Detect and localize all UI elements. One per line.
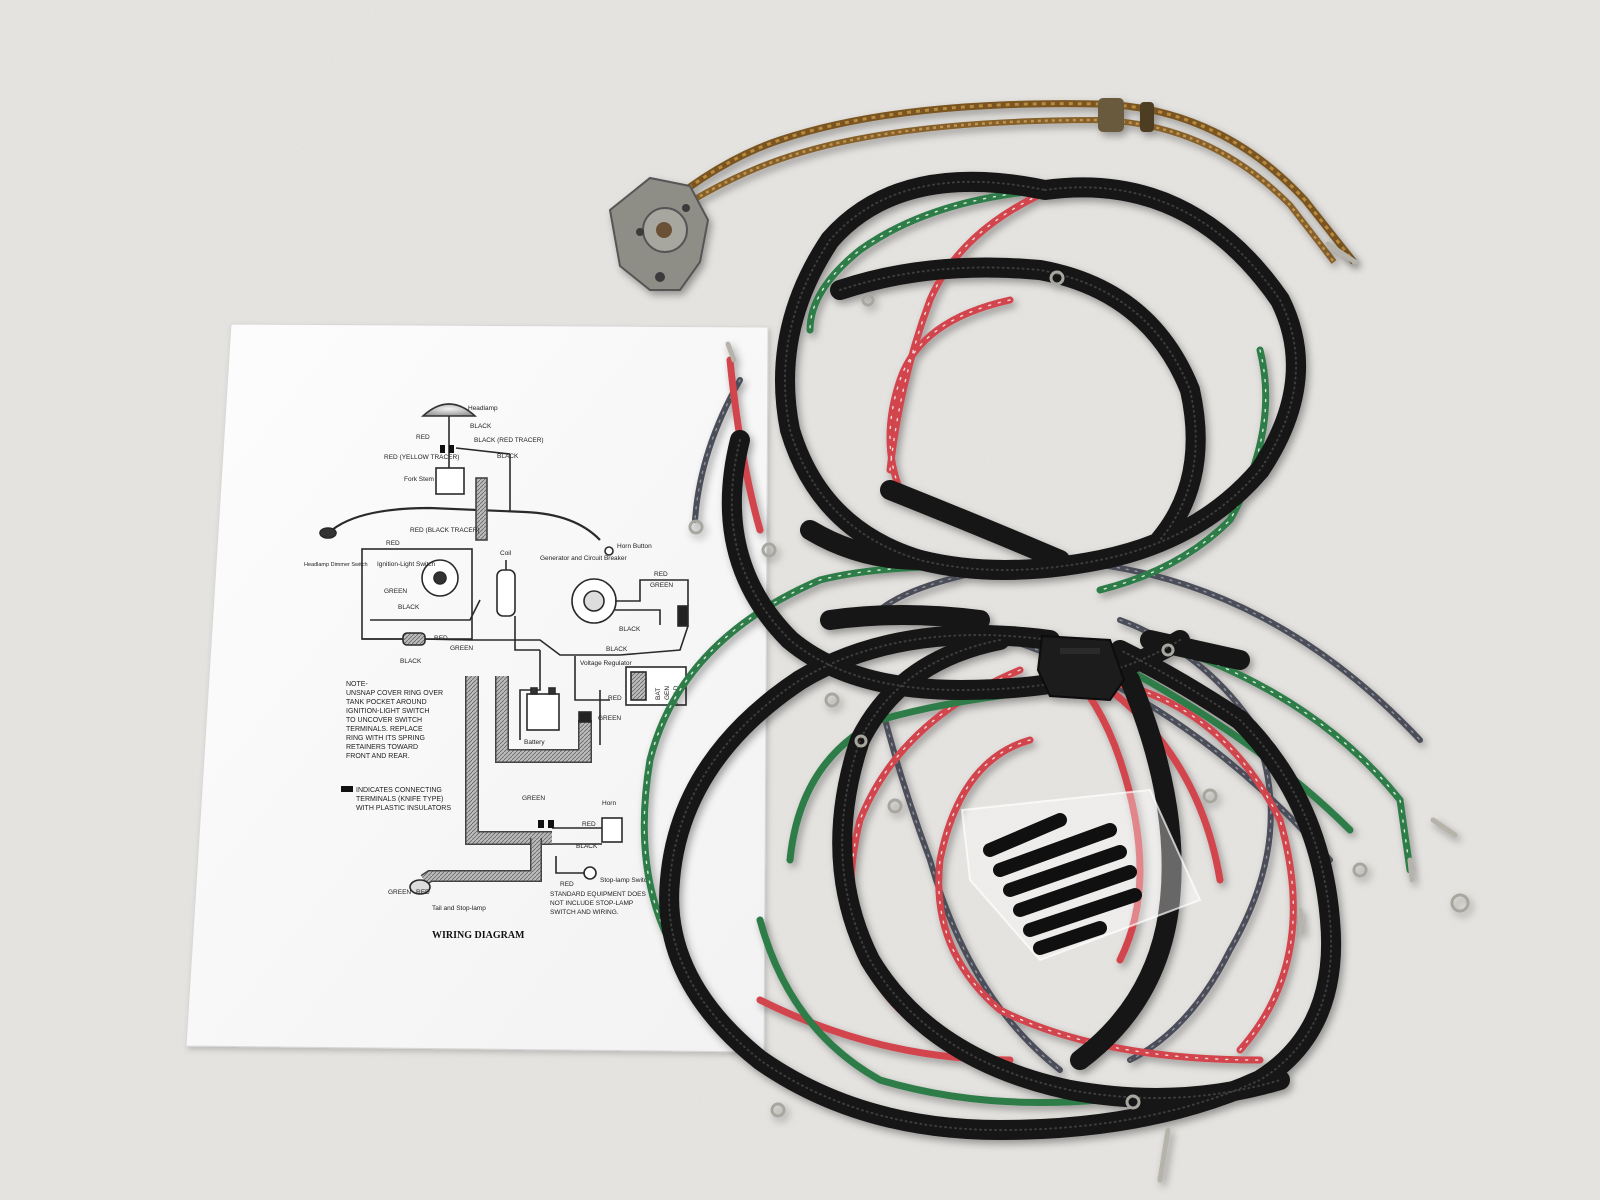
label-bat: BAT [655, 688, 662, 700]
label-legend-1: INDICATES CONNECTING [356, 787, 442, 794]
old-switch-and-wires [608, 98, 1357, 291]
label-green-6: GREEN [388, 889, 411, 896]
label-coil: Coil [500, 550, 512, 557]
label-legend-2: TERMINALS (KNIFE TYPE) [356, 796, 443, 803]
label-note-1: NOTE- [346, 681, 368, 688]
label-std-equip-3: SWITCH AND WIRING. [550, 909, 619, 916]
label-black-2: BLACK [497, 453, 519, 460]
label-horn: Horn [602, 800, 616, 807]
label-note-4: IGNITION-LIGHT SWITCH [346, 708, 429, 715]
label-red-3: RED [654, 571, 668, 578]
label-note-8: RETAINERS TOWARD [346, 744, 418, 751]
label-std-equip-1: STANDARD EQUIPMENT DOES [550, 891, 646, 898]
label-battery: Battery [524, 739, 545, 746]
label-black-5: BLACK [400, 658, 422, 665]
label-black-7: BLACK [576, 843, 598, 850]
label-std-equip-2: NOT INCLUDE STOP-LAMP [550, 900, 633, 907]
heat-shrink-tubes [983, 813, 1142, 955]
label-red-8: RED [416, 889, 430, 896]
label-red-1: RED [416, 434, 430, 441]
label-green-1: GREEN [384, 588, 407, 595]
label-black-6: BLACK [606, 646, 628, 653]
label-note-2: UNSNAP COVER RING OVER [346, 690, 443, 697]
label-black-1: BLACK [470, 423, 492, 430]
label-green-2: GREEN [650, 582, 673, 589]
label-horn-button: Horn Button [617, 543, 652, 550]
label-red-5: RED [608, 695, 622, 702]
label-green-4: GREEN [598, 715, 621, 722]
label-tail-stop-lamp: Tail and Stop-lamp [432, 905, 486, 912]
label-headlamp-dimmer: Headlamp Dimmer Switch [304, 562, 368, 568]
label-voltage-regulator: Voltage Regulator [580, 660, 633, 667]
label-fork-stem: Fork Stem [404, 476, 434, 483]
wiring-harness [640, 171, 1470, 1183]
label-black-red-tracer: BLACK (RED TRACER) [474, 437, 544, 444]
label-headlamp: Headlamp [468, 405, 498, 412]
heat-shrink-bag [960, 788, 1202, 962]
old-switch-body [608, 176, 710, 291]
label-ignition-switch: Ignition-Light Switch [377, 561, 436, 568]
label-red-black-tracer: RED (BLACK TRACER) [410, 527, 480, 534]
label-green-5: GREEN [522, 795, 545, 802]
label-red-2: RED [386, 540, 400, 547]
label-legend-3: WITH PLASTIC INSULATORS [356, 805, 451, 812]
label-green-3: GREEN [450, 645, 473, 652]
label-note-5: TO UNCOVER SWITCH [346, 717, 422, 724]
junction-block [1036, 634, 1126, 702]
label-red-6: RED [582, 821, 596, 828]
label-red-7: RED [560, 881, 574, 888]
label-black-3: BLACK [398, 604, 420, 611]
label-note-3: TANK POCKET AROUND [346, 699, 427, 706]
label-stop-lamp-switch: Stop-lamp Switch [600, 877, 651, 884]
label-red-4: RED [434, 635, 448, 642]
label-gen: GEN [664, 686, 671, 700]
spade-terminals [725, 241, 1458, 1183]
label-black-4: BLACK [619, 626, 641, 633]
label-generator: Generator and Circuit Breaker [540, 555, 628, 562]
ring-terminals [688, 270, 1470, 1118]
label-note-7: RING WITH ITS SPRING [346, 735, 425, 742]
diagram-title: WIRING DIAGRAM [432, 930, 525, 941]
label-red-yellow-tracer: RED (YELLOW TRACER) [384, 454, 459, 461]
wiring-diagram-labels: Headlamp BLACK RED BLACK (RED TRACER) RE… [304, 405, 680, 941]
label-note-6: TERMINALS. REPLACE [346, 726, 423, 733]
label-note-9: FRONT AND REAR. [346, 753, 410, 760]
wiring-diagram-drawing [319, 403, 689, 895]
